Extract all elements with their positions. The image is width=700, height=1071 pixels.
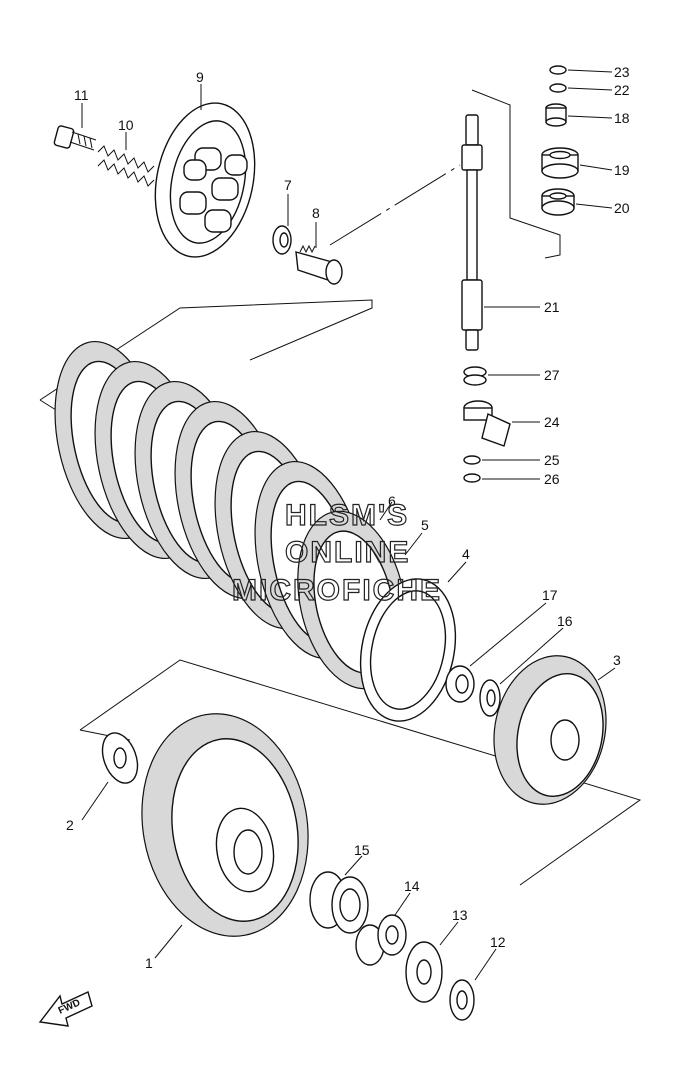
label-24: 24 bbox=[544, 414, 560, 430]
label-12: 12 bbox=[490, 934, 506, 950]
watermark-line3: MICROFICHE bbox=[232, 574, 442, 607]
label-21: 21 bbox=[544, 299, 560, 315]
spacer-14 bbox=[355, 914, 407, 966]
lock-washer-16 bbox=[479, 679, 501, 717]
label-9: 9 bbox=[196, 69, 204, 85]
leader-lines bbox=[81, 69, 616, 981]
label-25: 25 bbox=[544, 452, 560, 468]
washer-12 bbox=[449, 979, 475, 1021]
clutch-plate-stack bbox=[54, 340, 407, 690]
thrust-washer-2 bbox=[101, 732, 139, 784]
sleeve-hub-3 bbox=[493, 655, 607, 805]
label-7: 7 bbox=[284, 177, 292, 193]
bearing-19 bbox=[541, 147, 579, 179]
label-17: 17 bbox=[542, 587, 558, 603]
label-6: 6 bbox=[388, 493, 396, 509]
label-5: 5 bbox=[421, 517, 429, 533]
fwd-arrow-icon: FWD bbox=[38, 991, 93, 1027]
label-16: 16 bbox=[557, 613, 573, 629]
circlip-23 bbox=[549, 65, 567, 75]
label-22: 22 bbox=[614, 82, 630, 98]
pressure-plate bbox=[154, 102, 256, 258]
label-26: 26 bbox=[544, 471, 560, 487]
watermark-line2: ONLINE bbox=[285, 536, 410, 569]
label-2: 2 bbox=[66, 817, 74, 833]
circlip-26 bbox=[463, 473, 481, 483]
label-3: 3 bbox=[613, 652, 621, 668]
push-piece bbox=[295, 244, 343, 285]
label-19: 19 bbox=[614, 162, 630, 178]
outline-shaft-group bbox=[471, 89, 561, 259]
label-10: 10 bbox=[118, 117, 134, 133]
release-bearing bbox=[272, 225, 292, 255]
release-arm-24 bbox=[463, 400, 511, 447]
label-1: 1 bbox=[145, 955, 153, 971]
label-18: 18 bbox=[614, 110, 630, 126]
dashline-rod bbox=[329, 164, 461, 246]
clutch-housing-1 bbox=[141, 713, 309, 937]
spring-plate-4 bbox=[359, 578, 457, 722]
watermark-line1: HLSM'S bbox=[285, 499, 409, 532]
label-27: 27 bbox=[544, 367, 560, 383]
label-13: 13 bbox=[452, 907, 468, 923]
label-11: 11 bbox=[74, 87, 89, 103]
spring bbox=[97, 145, 155, 187]
oil-seal-20 bbox=[541, 188, 575, 216]
label-20: 20 bbox=[614, 200, 630, 216]
label-4: 4 bbox=[462, 546, 470, 562]
needle-bearing-18 bbox=[545, 103, 567, 127]
washer-13 bbox=[405, 941, 443, 1003]
nut-17 bbox=[445, 665, 475, 703]
washer-22 bbox=[549, 83, 567, 93]
label-14: 14 bbox=[404, 878, 420, 894]
washer-25 bbox=[463, 455, 481, 465]
push-rod-shaft bbox=[461, 114, 483, 351]
label-23: 23 bbox=[614, 64, 630, 80]
label-8: 8 bbox=[312, 205, 320, 221]
label-15: 15 bbox=[354, 842, 370, 858]
return-spring-27 bbox=[463, 366, 487, 386]
bolt bbox=[53, 125, 97, 151]
needle-bearing-15 bbox=[309, 871, 369, 934]
